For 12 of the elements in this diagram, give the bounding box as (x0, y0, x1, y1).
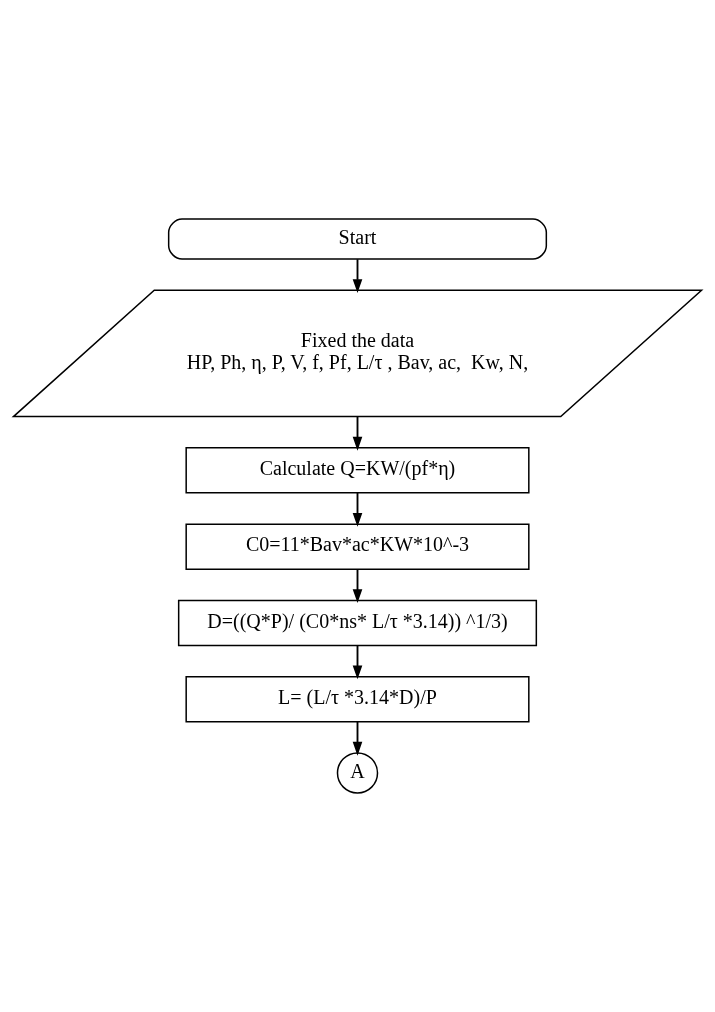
arrow (352, 644, 363, 680)
arrow (352, 258, 363, 293)
arrow (352, 416, 363, 451)
node-box: L= (L/τ *3.14*D)/P (185, 675, 530, 723)
node-box: Start (167, 218, 548, 260)
node-box: Calculate Q=KW/(pf*η) (185, 447, 530, 494)
arrow (352, 492, 363, 527)
node-circle: A (336, 752, 379, 794)
arrow (352, 720, 363, 756)
node-box: C0=11*Bav*ac*KW*10^-3 (185, 523, 530, 570)
arrow (352, 568, 363, 603)
node-box: D=((Q*P)/ (C0*ns* L/τ *3.14)) ^1/3) (177, 599, 538, 647)
